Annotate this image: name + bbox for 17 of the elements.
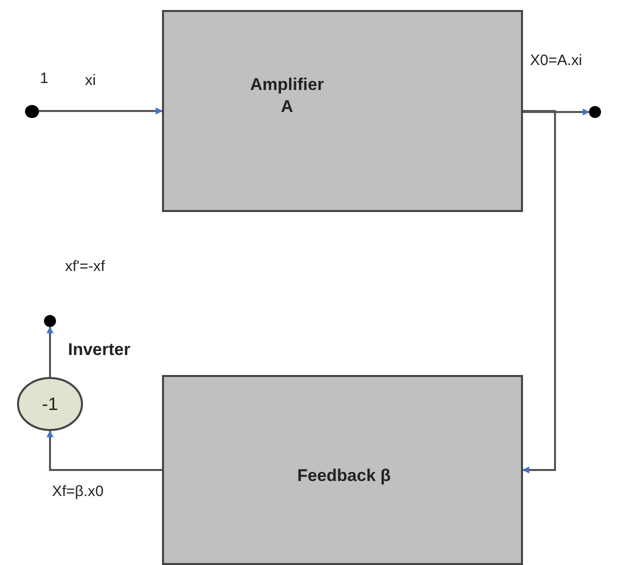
gain-label: -1 (40, 394, 59, 415)
block-box (162, 375, 523, 565)
connector-arrow (522, 110, 556, 474)
block-label: Feedback β (296, 465, 392, 487)
connector-arrow (523, 108, 590, 116)
terminal-dot (44, 315, 56, 327)
connector-arrow (46, 326, 54, 377)
equation-label: xf'=-xf (65, 258, 105, 275)
signal-label: Xf=β.x0 (52, 483, 104, 500)
terminal-number: 1 (40, 70, 48, 87)
terminal-dot (589, 106, 601, 118)
block-box (162, 10, 523, 212)
terminal-dot (25, 105, 39, 118)
connector-arrow (39, 108, 163, 114)
block-label: Amplifier A (249, 74, 325, 118)
block-caption: Inverter (68, 340, 130, 360)
connector-arrow (46, 430, 162, 471)
